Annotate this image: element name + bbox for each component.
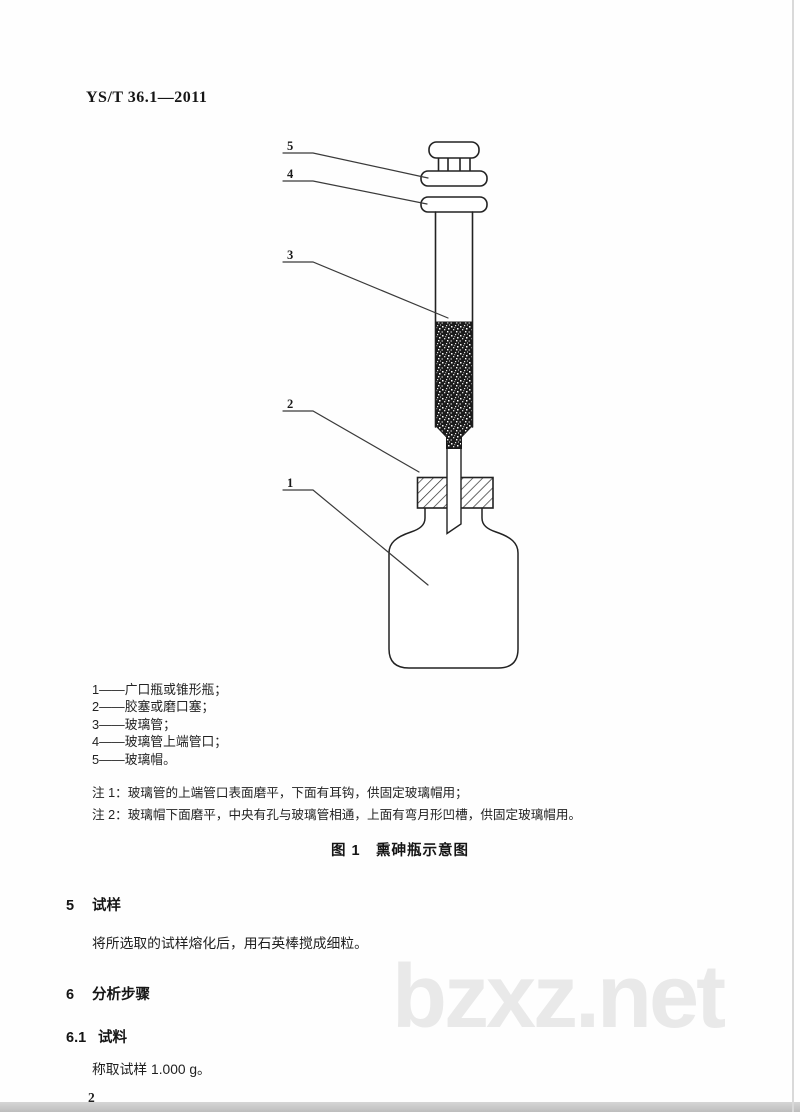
section-number: 5: [66, 898, 75, 914]
section-title: 分析步骤: [92, 987, 150, 1003]
callout-5: 5: [287, 139, 293, 153]
section-title: 试料: [98, 1030, 127, 1046]
callout-1: 1: [287, 476, 293, 490]
section-number: 6.1: [66, 1030, 87, 1046]
figure-caption: 图 1 熏砷瓶示意图: [330, 843, 470, 859]
legend-item-2: 2——胶塞或磨口塞；: [92, 699, 215, 715]
scan-edge-right: [792, 0, 794, 1112]
figure-note-2: 注 2：玻璃帽下面磨平，中央有孔与玻璃管相通，上面有弯月形凹槽，供固定玻璃帽用。: [92, 808, 582, 822]
glass-cap: [420, 141, 488, 187]
callout-lines: [282, 152, 449, 586]
figure-legend: 1——广口瓶或锥形瓶； 2——胶塞或磨口塞； 3——玻璃管； 4——玻璃管上端管…: [92, 681, 227, 768]
section-title: 试样: [92, 898, 121, 914]
tube-mouth: [420, 196, 488, 213]
callout-2: 2: [287, 397, 293, 411]
section-number: 6: [66, 987, 75, 1003]
figure-note-1: 注 1：玻璃管的上端管口表面磨平，下面有耳钩，供固定玻璃帽用；: [92, 786, 468, 800]
standard-number: YS/T 36.1—2011: [86, 89, 208, 106]
scan-edge-bottom: [0, 1102, 800, 1112]
callout-3: 3: [287, 248, 293, 262]
bottle: [388, 507, 519, 669]
callout-4: 4: [287, 167, 294, 181]
cap-bottom-bar: [420, 170, 488, 187]
legend-item-3: 3——玻璃管；: [92, 716, 176, 732]
section-heading-6-1: 6.1 试料: [66, 1026, 127, 1047]
watermark: bzxz.net: [392, 947, 726, 1047]
legend-item-4: 4——玻璃管上端管口；: [92, 734, 228, 750]
legend-item-1: 1——广口瓶或锥形瓶；: [92, 682, 228, 697]
section-heading-5: 5 试样: [66, 894, 121, 915]
section-heading-6: 6 分析步骤: [66, 983, 150, 1004]
page-number: 2: [88, 1090, 95, 1105]
paragraph-sample-prep: 将所选取的试样熔化后，用石英棒搅成细粒。: [92, 936, 368, 951]
legend-item-5: 5——玻璃帽。: [92, 751, 176, 767]
cap-top-bar: [428, 141, 480, 159]
paragraph-weigh: 称取试样 1.000 g。: [92, 1062, 211, 1077]
delivery-tube: [446, 436, 462, 535]
packing-material: [435, 321, 473, 449]
